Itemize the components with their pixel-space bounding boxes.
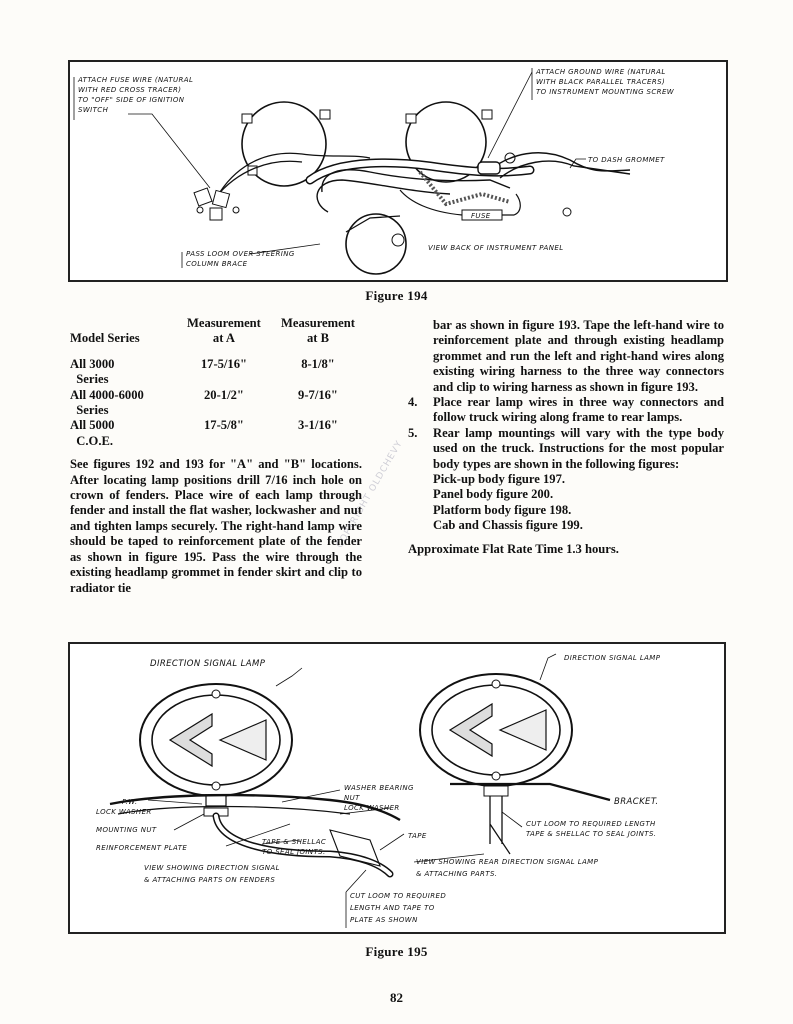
table-row: All 3000 Series 17-5/16" 8-1/8" (70, 356, 335, 387)
fuse-wire-label: SWITCH (78, 106, 109, 114)
cut-loom-center-label: CUT LOOM TO REQUIRED (350, 892, 446, 900)
tape-shellac-label: TAPE & SHELLAC (262, 838, 326, 846)
gauge-clip (405, 113, 417, 124)
figure-195-caption: Figure 195 (365, 944, 428, 959)
steering-label: COLUMN BRACE (186, 260, 248, 268)
table-row: All 4000-6000 Series 20-1/2" 9-7/16" (70, 387, 338, 418)
direction-signal-lamp-label: DIRECTION SIGNAL LAMP (150, 659, 266, 669)
fuse-wire-label: WITH RED CROSS TRACER) (78, 86, 181, 94)
view-back-label: VIEW BACK OF INSTRUMENT PANEL (428, 244, 564, 252)
continuation-paragraph: bar as shown in figure 193. Tape the lef… (433, 318, 724, 394)
page-number: 82 (390, 990, 403, 1005)
table-header-model: Model Series (70, 331, 140, 346)
view-left-label: & ATTACHING PARTS ON FENDERS (144, 876, 275, 884)
right-direction-signal-lamp (419, 673, 573, 787)
fuse-wire-label: ATTACH FUSE WIRE (NATURAL (77, 76, 193, 84)
table-row: All 5000 C.O.E. 17-5/8" 3-1/16" (70, 418, 338, 448)
step-4: 4. Place rear lamp wires in three way co… (408, 395, 724, 425)
list-item: Cab and Chassis figure 199. (433, 518, 583, 533)
view-right-label: VIEW SHOWING REAR DIRECTION SIGNAL LAMP (416, 858, 599, 866)
tape-shellac-label: TO SEAL JOINTS. (262, 848, 326, 856)
ignition-connector (211, 189, 231, 209)
tape-label: TAPE (408, 832, 427, 840)
mounting-nut-label: MOUNTING NUT (96, 826, 157, 834)
step-5: 5. Rear lamp mountings will vary with th… (408, 425, 724, 471)
cut-loom-center-label: LENGTH AND TAPE TO (350, 904, 435, 912)
steering-column-brace (345, 213, 407, 275)
instrument-mounting-screw (562, 207, 572, 217)
view-left-label: VIEW SHOWING DIRECTION SIGNAL (144, 864, 280, 872)
steering-label: PASS LOOM OVER STEERING (186, 250, 295, 258)
lock-washer-label: LOCK WASHER (344, 804, 400, 812)
figure-195-drawing: DIRECTION SIGNAL LAMP DIRECTION SIGNAL L… (96, 653, 661, 928)
left-direction-signal-lamp (139, 683, 293, 797)
figure-194-drawing: FUSE ATTACH FUSE WIRE (NATURAL WITH RED … (73, 68, 675, 275)
fuse-wire-label: TO "OFF" SIDE OF IGNITION (78, 96, 185, 104)
reinforcement-plate-label: REINFORCEMENT PLATE (96, 844, 187, 852)
fw-label: F.W. (122, 798, 138, 806)
figure-194-caption: Figure 194 (365, 288, 428, 303)
gauge-clip (319, 109, 331, 120)
view-right-label: & ATTACHING PARTS. (416, 870, 497, 878)
list-item: Panel body figure 200. (433, 487, 554, 502)
washer-bearing-nut-label: WASHER BEARING (344, 784, 414, 792)
ground-wire-label: TO INSTRUMENT MOUNTING SCREW (536, 88, 675, 96)
fuse-label: FUSE (471, 212, 491, 220)
ground-wire-label: WITH BLACK PARALLEL TRACERS) (536, 78, 665, 86)
cut-loom-center-label: PLATE AS SHOWN (350, 916, 418, 924)
list-item: Pick-up body figure 197. (433, 472, 566, 487)
cut-loom-label: TAPE & SHELLAC TO SEAL JOINTS. (526, 830, 656, 838)
lock-washer-label: LOCK WASHER (96, 808, 152, 816)
fender-plate (109, 793, 401, 822)
bracket-label: BRACKET. (614, 797, 659, 807)
flat-rate-time: Approximate Flat Rate Time 1.3 hours. (408, 541, 619, 556)
list-item: Platform body figure 198. (433, 502, 572, 517)
washer-bearing-nut-label: NUT (344, 794, 360, 802)
bracket (450, 782, 611, 802)
ignition-connector (209, 207, 223, 221)
figure-195-diagram: DIRECTION SIGNAL LAMP DIRECTION SIGNAL L… (68, 642, 726, 934)
right-column: bar as shown in figure 193. Tape the lef… (408, 318, 724, 557)
dash-grommet-label: TO DASH GROMMET (588, 156, 665, 164)
body-paragraph: See figures 192 and 193 for "A" and "B" … (70, 457, 362, 595)
gauge-clip (241, 113, 253, 124)
cut-loom-label: CUT LOOM TO REQUIRED LENGTH (526, 820, 656, 828)
ground-connector (477, 161, 501, 175)
direction-signal-lamp-label: DIRECTION SIGNAL LAMP (564, 654, 661, 662)
gauge-clip (481, 109, 493, 120)
ignition-connector (193, 187, 213, 207)
ground-wire-label: ATTACH GROUND WIRE (NATURAL (535, 68, 666, 76)
figure-194-diagram: FUSE ATTACH FUSE WIRE (NATURAL WITH RED … (68, 60, 728, 282)
